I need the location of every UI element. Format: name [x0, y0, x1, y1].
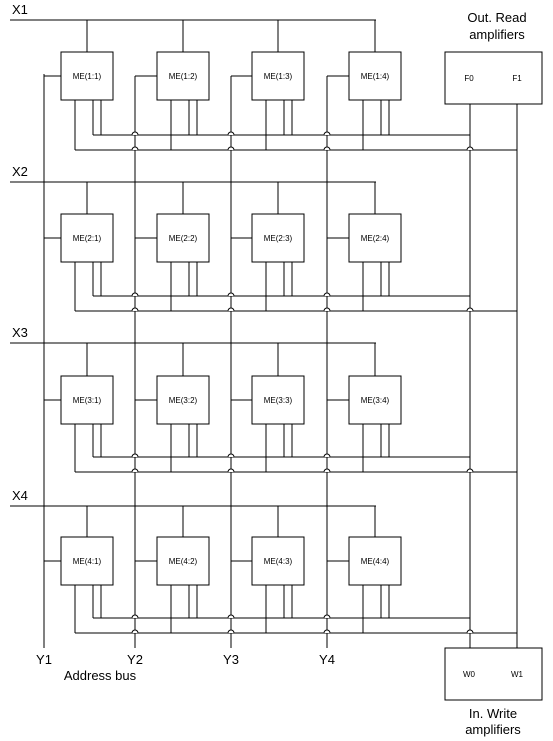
hop-upper-2-4: [323, 292, 331, 297]
hop-upper-3-2: [131, 453, 139, 458]
memory-cell-label: ME(2:1): [73, 234, 102, 243]
read-amp-title-2: amplifiers: [469, 27, 525, 42]
hop-lower-1-4: [323, 146, 331, 151]
address-bus-label: Address bus: [64, 668, 137, 683]
read-amp-title-1: Out. Read: [467, 10, 526, 25]
memory-cell-label: ME(2:3): [264, 234, 293, 243]
hop-lower-3-3: [227, 468, 235, 473]
hop-lower-2-2: [131, 307, 139, 312]
hop-upper-1-3: [227, 131, 235, 136]
hop-bus0-2: [466, 307, 474, 312]
read-amp-f1-label: F1: [512, 74, 522, 83]
memory-cell-label: ME(1:3): [264, 72, 293, 81]
memory-cell-3-3: [251, 375, 305, 425]
memory-cell-label: ME(1:1): [73, 72, 102, 81]
hop-lower-4-3: [227, 629, 235, 634]
memory-cell-4-2: [156, 536, 210, 586]
hop-lower-4-4: [323, 629, 331, 634]
wiring: [10, 19, 518, 700]
memory-cell-label: ME(4:1): [73, 557, 102, 566]
memory-cell-3-1: [60, 375, 114, 425]
row-label-x4: X4: [12, 488, 28, 503]
column-label-y2: Y2: [127, 652, 143, 667]
memory-cell-label: ME(3:1): [73, 396, 102, 405]
hop-upper-2-3: [227, 292, 235, 297]
memory-cell-4-4: [348, 536, 402, 586]
write-amplifiers-block: [444, 647, 543, 701]
hop-upper-4-4: [323, 614, 331, 619]
read-amplifiers-block: [444, 51, 543, 105]
hop-lower-4-2: [131, 629, 139, 634]
memory-cell-label: ME(4:3): [264, 557, 293, 566]
hop-bus0-4: [466, 629, 474, 634]
labels: ME(1:1) ME(1:2) ME(1:3) ME(1:4) ME(2:1) ME(2:…: [12, 2, 527, 737]
memory-cell-4-1: [60, 536, 114, 586]
hop-upper-3-4: [323, 453, 331, 458]
memory-cell-label: ME(3:3): [264, 396, 293, 405]
memory-cell-2-1: [60, 213, 114, 263]
column-label-y3: Y3: [223, 652, 239, 667]
read-amp-f0-label: F0: [464, 74, 474, 83]
memory-cell-label: ME(2:2): [169, 234, 198, 243]
row-label-x2: X2: [12, 164, 28, 179]
memory-cell-label: ME(2:4): [361, 234, 390, 243]
memory-cell-label: ME(3:2): [169, 396, 198, 405]
memory-cell-3-4: [348, 375, 402, 425]
memory-cell-label: ME(4:2): [169, 557, 198, 566]
memory-cell-1-3: [251, 51, 305, 101]
write-amp-w0-label: W0: [463, 670, 476, 679]
write-amp-w1-label: W1: [511, 670, 524, 679]
memory-cell-2-4: [348, 213, 402, 263]
hop-lower-1-3: [227, 146, 235, 151]
hop-upper-1-2: [131, 131, 139, 136]
memory-cell-1-1: [60, 51, 114, 101]
row-label-x3: X3: [12, 325, 28, 340]
memory-cell-label: ME(1:4): [361, 72, 390, 81]
memory-cell-1-2: [156, 51, 210, 101]
hop-upper-3-3: [227, 453, 235, 458]
row-label-x1: X1: [12, 2, 28, 17]
column-label-y4: Y4: [319, 652, 335, 667]
memory-cell-1-4: [348, 51, 402, 101]
hop-lower-3-2: [131, 468, 139, 473]
hop-bus0-3: [466, 468, 474, 473]
hop-upper-4-2: [131, 614, 139, 619]
memory-cell-label: ME(1:2): [169, 72, 198, 81]
hop-lower-1-2: [131, 146, 139, 151]
memory-cell-2-2: [156, 213, 210, 263]
write-amp-title-1: In. Write: [469, 706, 517, 721]
hop-upper-1-4: [323, 131, 331, 136]
memory-cell-3-2: [156, 375, 210, 425]
memory-cell-2-3: [251, 213, 305, 263]
hop-lower-2-4: [323, 307, 331, 312]
hop-upper-4-3: [227, 614, 235, 619]
memory-cell-label: ME(4:4): [361, 557, 390, 566]
hop-bus0-1: [466, 146, 474, 151]
write-amp-title-2: amplifiers: [465, 722, 521, 737]
hop-lower-2-3: [227, 307, 235, 312]
memory-cell-label: ME(3:4): [361, 396, 390, 405]
memory-cell-4-3: [251, 536, 305, 586]
hop-upper-2-2: [131, 292, 139, 297]
hop-lower-3-4: [323, 468, 331, 473]
column-label-y1: Y1: [36, 652, 52, 667]
cell-blocks: [60, 51, 543, 701]
